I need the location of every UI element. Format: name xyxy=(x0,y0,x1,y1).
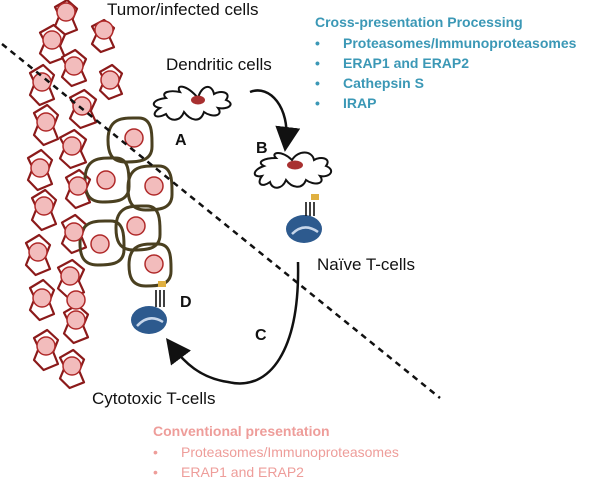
cross-presentation-item: • Proteasomes/Immunoproteasomes xyxy=(315,33,576,53)
nucleus xyxy=(32,288,52,308)
conventional-presentation-panel: Conventional presentation • Proteasomes/I… xyxy=(153,423,399,482)
cross-presentation-item-text: ERAP1 and ERAP2 xyxy=(343,55,470,71)
naive-t-cells-label: Naïve T-cells xyxy=(317,255,415,274)
nucleus xyxy=(32,72,52,92)
cross-presentation-item: • Cathepsin S xyxy=(315,73,576,93)
tumor-cells-label: Tumor/infected cells xyxy=(107,0,259,19)
cross-presentation-panel: Cross-presentation Processing • Proteasom… xyxy=(315,14,576,113)
nucleus xyxy=(42,30,62,50)
conventional-presentation-item-text: ERAP1 and ERAP2 xyxy=(181,464,304,480)
step-c-label: C xyxy=(255,327,267,344)
infiltrating-cell-cluster xyxy=(78,116,174,288)
cross-presentation-item-text: Cathepsin S xyxy=(343,75,424,91)
conventional-presentation-heading: Conventional presentation xyxy=(153,423,330,439)
dendritic-cell-icon xyxy=(152,85,232,121)
cell-nuclei xyxy=(28,2,164,376)
cross-presentation-item-text: IRAP xyxy=(343,95,377,111)
nucleus xyxy=(34,196,54,216)
cytotoxic-t-cell-icon xyxy=(131,281,167,334)
cross-presentation-item-text: Proteasomes/Immunoproteasomes xyxy=(343,35,577,51)
conventional-presentation-list: • Proteasomes/Immunoproteasomes • ERAP1 an… xyxy=(153,442,399,482)
bullet-icon: • xyxy=(153,464,158,480)
nucleus xyxy=(94,20,114,40)
step-a-label: A xyxy=(175,132,187,149)
nucleus xyxy=(126,216,146,236)
conventional-presentation-item: • ERAP1 and ERAP2 xyxy=(153,462,399,482)
infiltrating-cell xyxy=(78,219,126,267)
cross-presentation-list: • Proteasomes/Immunoproteasomes • ERAP1 an… xyxy=(315,33,576,113)
bullet-icon: • xyxy=(315,35,320,51)
nucleus xyxy=(60,266,80,286)
nucleus xyxy=(124,128,144,148)
nucleus xyxy=(64,56,84,76)
step-d-label: D xyxy=(180,294,192,311)
nucleus xyxy=(28,242,48,262)
nucleus xyxy=(36,112,56,132)
nucleus xyxy=(96,170,116,190)
nucleus xyxy=(62,356,82,376)
cross-presentation-heading: Cross-presentation Processing xyxy=(315,14,523,30)
nucleus xyxy=(64,222,84,242)
nucleus xyxy=(36,336,56,356)
bullet-icon: • xyxy=(153,444,158,460)
infiltrating-cell xyxy=(127,242,173,288)
nucleus xyxy=(68,176,88,196)
nucleus xyxy=(66,290,86,310)
nucleus xyxy=(62,136,82,156)
conventional-presentation-item: • Proteasomes/Immunoproteasomes xyxy=(153,442,399,462)
nucleus xyxy=(66,310,86,330)
nucleus xyxy=(100,70,120,90)
nucleus xyxy=(144,254,164,274)
cross-presentation-item: • ERAP1 and ERAP2 xyxy=(315,53,576,73)
step-b-label: B xyxy=(256,140,268,157)
conventional-presentation-item-text: Proteasomes/Immunoproteasomes xyxy=(181,444,399,460)
arrow-activation xyxy=(165,261,300,385)
dendritic-cell-presenting-icon xyxy=(253,151,333,189)
nucleus xyxy=(56,2,76,22)
bullet-icon: • xyxy=(315,95,320,111)
dendritic-cells-label: Dendritic cells xyxy=(166,55,272,74)
nucleus xyxy=(144,176,164,196)
arrow-migration xyxy=(249,89,301,152)
naive-t-cell-icon xyxy=(286,194,322,243)
nucleus xyxy=(72,96,92,116)
dashed-divider-line xyxy=(1,43,441,399)
nucleus xyxy=(90,234,110,254)
bullet-icon: • xyxy=(315,55,320,71)
cross-presentation-item: • IRAP xyxy=(315,93,576,113)
nucleus xyxy=(30,158,50,178)
bullet-icon: • xyxy=(315,75,320,91)
cytotoxic-t-cells-label: Cytotoxic T-cells xyxy=(92,389,216,408)
